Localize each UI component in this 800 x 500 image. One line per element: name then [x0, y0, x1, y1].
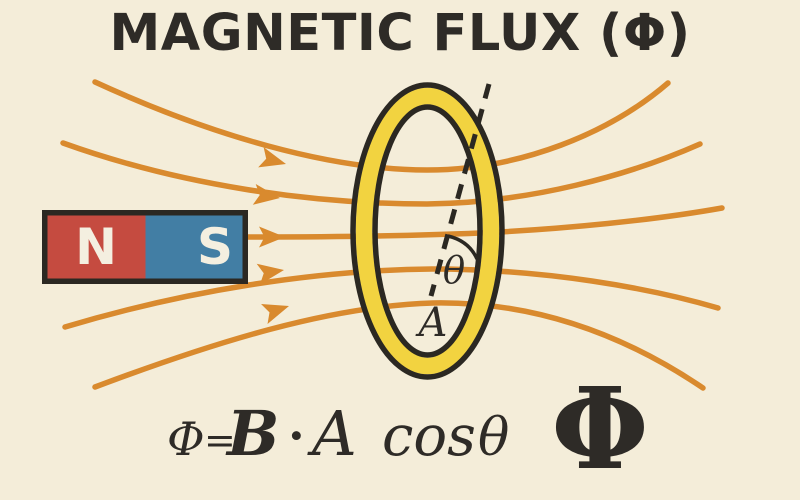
bar-magnet: N S	[42, 210, 248, 284]
loop-outer-outline	[350, 82, 505, 380]
formula-a: A	[307, 397, 357, 470]
magnet-south-label: S	[197, 218, 233, 276]
field-arrow-icon	[256, 263, 284, 285]
field-arrow-icon	[261, 304, 289, 325]
formula-b: B	[225, 397, 279, 470]
area-label: A	[415, 300, 448, 346]
flux-formula: Φ = B · A cos θ Φ	[167, 364, 649, 495]
field-arrow-icon	[258, 147, 286, 168]
field-arrows	[252, 147, 289, 325]
angle-arc	[447, 234, 479, 260]
field-line	[92, 79, 671, 173]
formula-phi: Φ	[167, 412, 205, 466]
page-title: MAGNETIC FLUX (Φ)	[109, 4, 690, 63]
loop-ring-fill	[355, 87, 500, 375]
field-arrow-icon	[259, 226, 285, 248]
field-line	[92, 300, 706, 391]
formula-cos: cos	[382, 404, 476, 469]
formula-equals: =	[204, 418, 236, 462]
conductor-loop	[350, 82, 505, 380]
normal-dashed-line	[428, 83, 492, 297]
field-line	[60, 140, 703, 207]
magnet-north-label: N	[75, 218, 117, 276]
flux-symbol-large: Φ	[551, 364, 649, 495]
formula-theta: θ	[478, 408, 509, 468]
field-arrow-icon	[252, 183, 280, 205]
field-line	[62, 266, 721, 330]
magnet-north-pole	[47, 215, 146, 279]
magnet-south-pole	[145, 215, 243, 279]
loop-inner-outline	[372, 104, 483, 358]
angle-theta-label: θ	[443, 249, 465, 292]
angle-construction: θ A	[415, 83, 492, 346]
formula-dot: ·	[288, 408, 305, 464]
